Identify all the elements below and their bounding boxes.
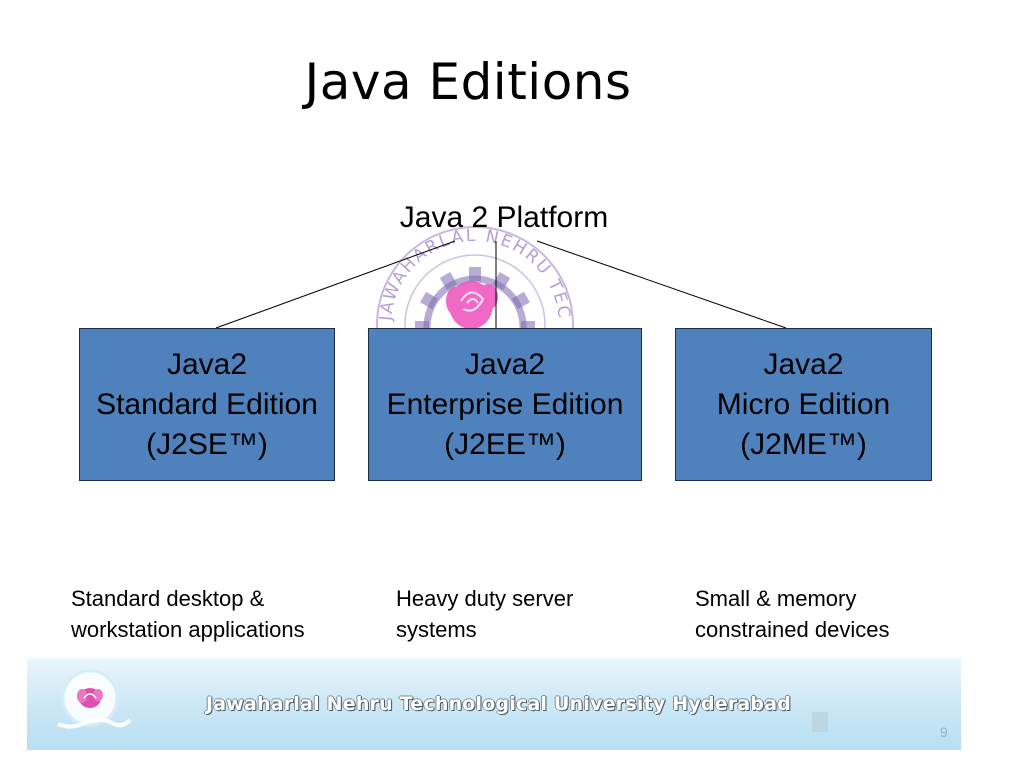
description-j2se: Standard desktop & workstation applicati… [71, 583, 305, 645]
university-logo-icon [57, 669, 132, 729]
page-number: 9 [940, 724, 948, 740]
description-j2ee-line1: Heavy duty server [396, 586, 574, 611]
description-j2me-line2: constrained devices [695, 617, 890, 642]
edition-j2se-line2: Standard Edition [96, 387, 318, 421]
edition-j2me-line2: Micro Edition [716, 387, 891, 421]
footer-university-name: Jawaharlal Nehru Technological Universit… [206, 693, 792, 715]
connector-j2se [215, 240, 456, 329]
edition-box-j2me: Java2 Micro Edition (J2ME™) [675, 328, 932, 481]
description-j2ee: Heavy duty server systems [396, 583, 573, 645]
edition-j2se-line3: (J2SE™) [146, 427, 268, 461]
edition-box-j2ee: Java2 Enterprise Edition (J2EE™) [368, 328, 642, 481]
root-node-label: Java 2 Platform [399, 201, 609, 234]
footer-banner [27, 658, 961, 750]
edition-j2me-line1: Java2 [763, 347, 844, 381]
description-j2me-line1: Small & memory [695, 586, 857, 611]
description-j2se-line2: workstation applications [71, 617, 305, 642]
university-seal-watermark-icon: JAWAHARLAL NEHRU TECHNOLOGICAL UNIVERSIT… [375, 205, 574, 328]
slide-title: Java Editions [304, 53, 632, 111]
connector-j2me [536, 240, 787, 329]
edition-j2me-line3: (J2ME™) [740, 427, 867, 461]
description-j2ee-line2: systems [396, 617, 477, 642]
edition-j2ee-line1: Java2 [464, 347, 546, 381]
edition-box-j2se: Java2 Standard Edition (J2SE™) [79, 328, 335, 481]
footer-decoration [812, 712, 828, 732]
description-j2se-line1: Standard desktop & [71, 586, 265, 611]
description-j2me: Small & memory constrained devices [695, 583, 889, 645]
edition-j2ee-line2: Enterprise Edition [386, 387, 624, 421]
edition-j2se-line1: Java2 [166, 347, 248, 381]
edition-j2ee-line3: (J2EE™) [444, 427, 566, 461]
